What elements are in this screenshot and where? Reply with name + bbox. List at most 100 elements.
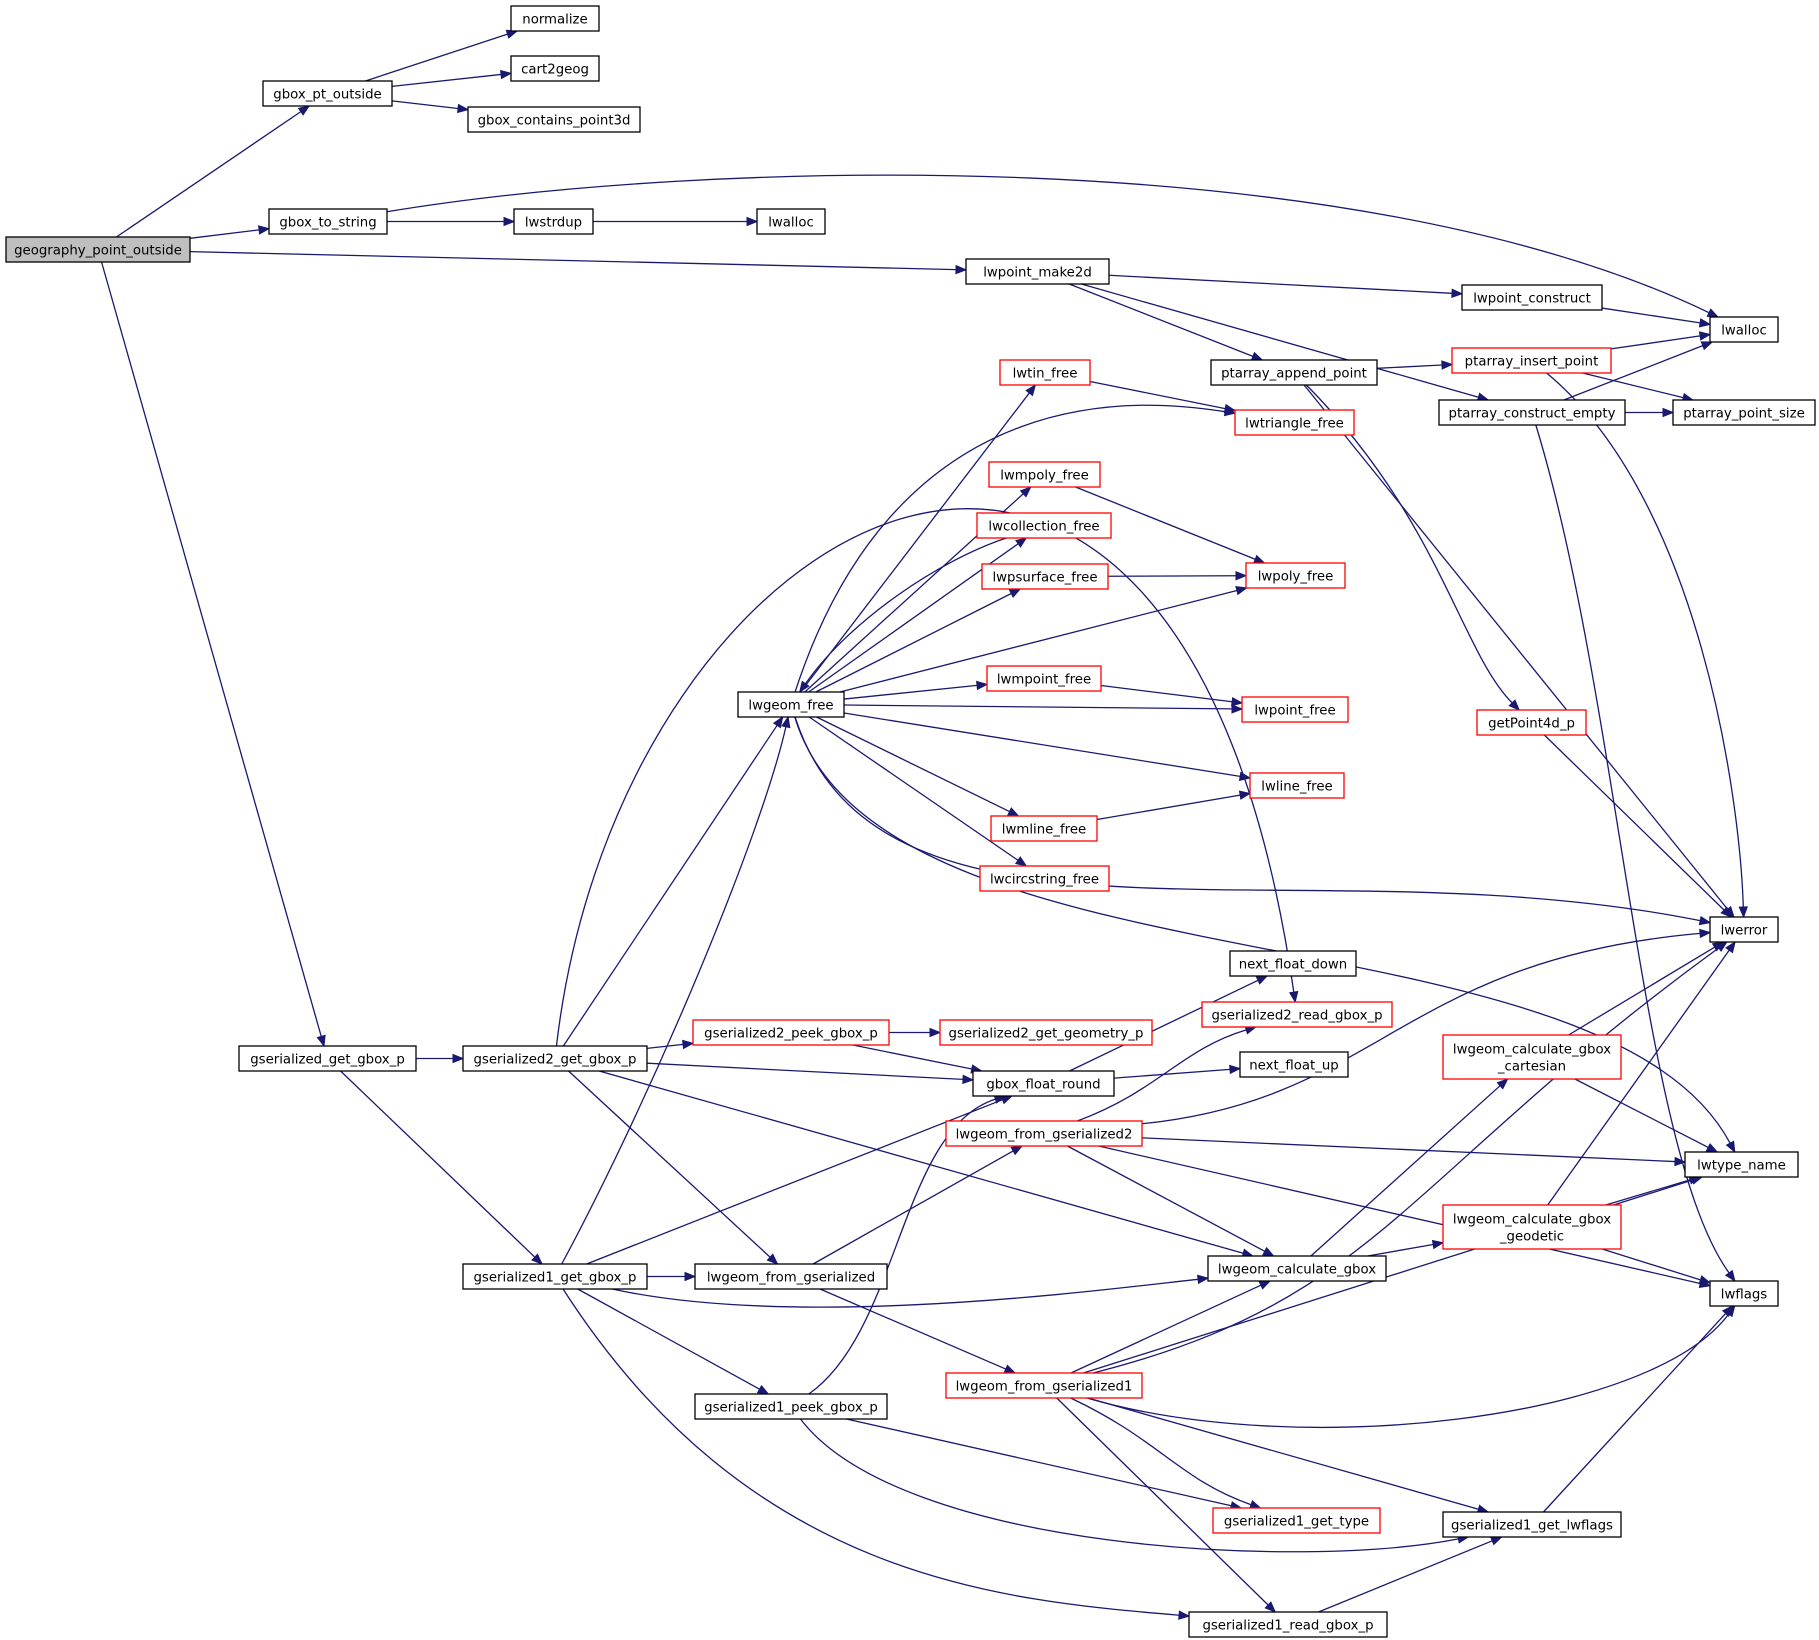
- node-gserialized2-get-gbox-p[interactable]: gserialized2_get_gbox_p: [462, 1045, 648, 1072]
- edge-arrowhead: [1674, 1156, 1687, 1167]
- node-gbox-pt-outside[interactable]: gbox_pt_outside: [262, 80, 393, 107]
- node-lwtype-name[interactable]: lwtype_name: [1684, 1151, 1799, 1178]
- edge-gserialized1_get_gbox_p-to-gserialized1_peek_gbox_p: [577, 1288, 770, 1395]
- edge-arrowhead: [684, 1271, 697, 1282]
- edge-line: [1141, 1137, 1676, 1163]
- node-label: lwpoint_construct: [1473, 292, 1591, 307]
- node-ptarray-construct-empty[interactable]: ptarray_construct_empty: [1438, 399, 1626, 426]
- node-gserialized2-peek-gbox-p[interactable]: gserialized2_peek_gbox_p: [692, 1019, 890, 1046]
- edge-line: [1610, 335, 1701, 350]
- edge-arrowhead: [962, 1074, 975, 1085]
- node-box: [262, 80, 393, 107]
- edge-line: [562, 724, 778, 1047]
- node-getPoint4d-p[interactable]: getPoint4d_p: [1476, 709, 1587, 736]
- edge-gserialized1_get_gbox_p-to-lwgeom_calculate_gbox: [612, 1274, 1210, 1308]
- node-ptarray-append-point[interactable]: ptarray_append_point: [1210, 359, 1378, 386]
- edge-arrowhead: [316, 1034, 326, 1048]
- edge-line: [812, 1150, 1014, 1265]
- node-box: [694, 1393, 888, 1420]
- edge-geography_point_outside-to-gserialized_get_gbox_p: [100, 261, 326, 1048]
- edge-line: [819, 1288, 1007, 1370]
- node-gserialized1-peek-gbox-p[interactable]: gserialized1_peek_gbox_p: [694, 1393, 888, 1420]
- edge-ptarray_append_point-to-lwerror: [1303, 384, 1735, 919]
- node-label: next_float_up: [1249, 1059, 1339, 1074]
- node-lwgeom-free[interactable]: lwgeom_free: [737, 691, 845, 718]
- node-next-float-up[interactable]: next_float_up: [1239, 1051, 1349, 1078]
- node-next-float-down[interactable]: next_float_down: [1229, 950, 1357, 977]
- edge-gbox_float_round-to-next_float_down: [1069, 975, 1269, 1072]
- edge-geography_point_outside-to-gbox_to_string: [189, 225, 271, 239]
- node-box: [1207, 1255, 1387, 1282]
- edge-line: [189, 229, 260, 239]
- node-lwpoint-construct[interactable]: lwpoint_construct: [1461, 284, 1603, 311]
- node-cart2geog[interactable]: cart2geog: [510, 55, 600, 82]
- edge-line: [1087, 1397, 1479, 1510]
- node-gserialized1-read-gbox-p[interactable]: gserialized1_read_gbox_p: [1188, 1611, 1388, 1638]
- node-lwpoint-free[interactable]: lwpoint_free: [1241, 696, 1349, 723]
- node-normalize[interactable]: normalize: [510, 5, 600, 32]
- node-lwflags[interactable]: lwflags: [1709, 1280, 1779, 1307]
- node-gbox-float-round[interactable]: gbox_float_round: [972, 1070, 1115, 1097]
- node-geography-point-outside[interactable]: geography_point_outside: [5, 236, 191, 263]
- node-lwstrdup[interactable]: lwstrdup: [513, 208, 594, 235]
- edge-arrowhead: [1262, 1246, 1275, 1257]
- edge-arrowhead: [1258, 1280, 1272, 1290]
- node-gserialized2-get-geometry-p[interactable]: gserialized2_get_geometry_p: [939, 1019, 1153, 1046]
- edge-lwgeom_free-to-lwtriangle_free: [794, 404, 1237, 693]
- node-ptarray-insert-point[interactable]: ptarray_insert_point: [1451, 347, 1612, 374]
- edge-line: [189, 251, 957, 271]
- node-lwtriangle-free[interactable]: lwtriangle_free: [1234, 409, 1355, 436]
- node-label: cart2geog: [521, 63, 589, 78]
- node-gserialized1-get-lwflags[interactable]: gserialized1_get_lwflags: [1442, 1511, 1622, 1538]
- node-gserialized1-get-type[interactable]: gserialized1_get_type: [1212, 1507, 1381, 1534]
- node-lwalloc-b[interactable]: lwalloc: [1709, 316, 1779, 343]
- node-label: gserialized2_get_geometry_p: [949, 1027, 1144, 1042]
- node-label: lwgeom_calculate_gbox: [1218, 1263, 1376, 1278]
- node-lwgeom-from-gserialized[interactable]: lwgeom_from_gserialized: [694, 1263, 888, 1290]
- node-lwline-free[interactable]: lwline_free: [1249, 772, 1345, 799]
- edge-line: [1305, 384, 1513, 704]
- node-lwpoly-free[interactable]: lwpoly_free: [1245, 562, 1346, 589]
- node-lwgeom-from-gserialized1[interactable]: lwgeom_from_gserialized1: [945, 1372, 1143, 1399]
- node-lwmline-free[interactable]: lwmline_free: [990, 815, 1098, 842]
- node-lwgeom-calculate-gbox[interactable]: lwgeom_calculate_gbox: [1207, 1255, 1387, 1282]
- edge-lwpoint_make2d-to-lwpoint_construct: [1108, 274, 1464, 299]
- node-lwcollection-free[interactable]: lwcollection_free: [976, 512, 1112, 539]
- node-lwerror[interactable]: lwerror: [1709, 916, 1779, 943]
- node-label: lwpoint_make2d: [983, 266, 1092, 281]
- node-lwcircstring-free[interactable]: lwcircstring_free: [979, 865, 1110, 892]
- edge-gbox_pt_outside-to-normalize: [365, 29, 519, 82]
- edge-arrowhead: [1019, 486, 1032, 498]
- node-lwgeom-calculate-gbox-cartesian[interactable]: lwgeom_calculate_gbox_cartesian: [1442, 1034, 1622, 1080]
- node-gserialized-get-gbox-p[interactable]: gserialized_get_gbox_p: [238, 1045, 417, 1072]
- node-lwmpoint-free[interactable]: lwmpoint_free: [986, 665, 1102, 692]
- node-lwalloc-a[interactable]: lwalloc: [756, 208, 826, 235]
- node-lwgeom-from-gserialized2[interactable]: lwgeom_from_gserialized2: [945, 1120, 1143, 1147]
- edge-geography_point_outside-to-lwpoint_make2d: [189, 251, 968, 275]
- edge-lwgeom_free-to-lwpoly_free: [839, 586, 1248, 693]
- edge-arrowhead: [1508, 699, 1521, 711]
- edge-lwgeom_free-to-lwcircstring_free: [808, 716, 1028, 867]
- edge-lwgeom_from_gserialized1-to-gserialized1_get_lwflags: [1087, 1397, 1490, 1514]
- node-label: gbox_float_round: [986, 1078, 1100, 1093]
- node-label: getPoint4d_p: [1488, 717, 1575, 732]
- node-gserialized1-get-gbox-p[interactable]: gserialized1_get_gbox_p: [462, 1263, 648, 1290]
- node-lwtin-free[interactable]: lwtin_free: [999, 359, 1091, 386]
- edge-line: [843, 712, 1241, 778]
- edge-line: [612, 1278, 1199, 1308]
- edge-arrowhead: [1252, 554, 1266, 564]
- node-gserialized2-read-gbox-p[interactable]: gserialized2_read_gbox_p: [1201, 1001, 1393, 1028]
- edge-line: [1547, 949, 1730, 1206]
- node-ptarray-point-size[interactable]: ptarray_point_size: [1672, 399, 1816, 426]
- node-gbox-contains-point3d[interactable]: gbox_contains_point3d: [467, 106, 641, 133]
- edge-lwgeom_from_gserialized-to-lwgeom_from_gserialized2: [812, 1145, 1024, 1265]
- edge-line: [816, 716, 1010, 813]
- edge-line: [1605, 1179, 1691, 1206]
- node-lwpsurface-free[interactable]: lwpsurface_free: [981, 563, 1109, 590]
- edge-arrowhead: [457, 103, 470, 114]
- node-lwmpoly-free[interactable]: lwmpoly_free: [988, 461, 1101, 488]
- node-lwpoint-make2d[interactable]: lwpoint_make2d: [965, 258, 1110, 285]
- node-lwgeom-calculate-gbox-geodetic[interactable]: lwgeom_calculate_gbox_geodetic: [1442, 1204, 1622, 1250]
- node-box: [756, 208, 826, 235]
- node-gbox-to-string[interactable]: gbox_to_string: [268, 208, 388, 235]
